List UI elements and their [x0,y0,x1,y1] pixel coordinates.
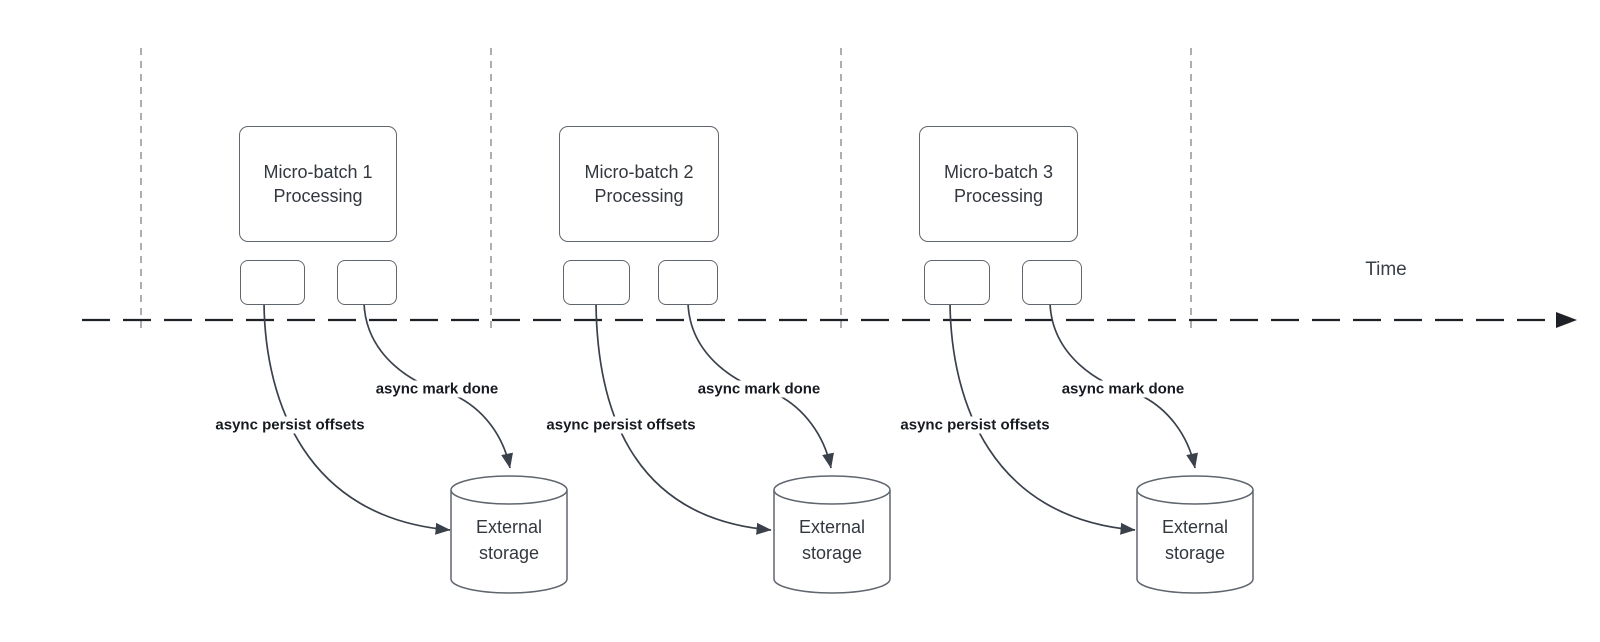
micro-batch-2-done-task-box [658,260,718,305]
external-storage-cylinder-3 [1136,490,1254,594]
micro-batch-3-done-task-box [1022,260,1082,305]
storage-line2: storage [801,543,863,563]
mark-done-label-3: async mark done [1058,380,1188,398]
micro-batch-3-subtitle: Processing [953,186,1044,206]
micro-batch-2-subtitle: Processing [594,186,684,206]
persist-offsets-arrow-1 [263,302,451,535]
micro-batch-1-subtitle: Processing [273,186,363,206]
storage-line1: External [475,517,543,537]
storage-line2: storage [1164,543,1226,563]
external-storage-cylinder-top-2 [773,475,891,505]
timeline-arrowhead [1556,312,1577,328]
micro-batch-3-offset-task-box [924,260,990,305]
mark-done-label-1: async mark done [372,380,502,398]
external-storage-cylinder-1 [450,490,568,594]
micro-batch-2-title: Micro-batch 2 [584,162,694,182]
external-storage-label-1: External storage [451,514,567,566]
external-storage-cylinder-top-3 [1136,475,1254,505]
micro-batch-2-offset-task-box [563,260,630,305]
micro-batch-2-box: Micro-batch 2 Processing [559,126,719,242]
persist-offsets-arrow-2 [595,302,772,535]
external-storage-cylinder-2 [773,490,891,594]
micro-batch-1-done-task-box [337,260,397,305]
time-axis-label: Time [1365,259,1407,280]
external-storage-label-2: External storage [774,514,890,566]
persist-offsets-arrow-3 [949,302,1136,535]
micro-batch-3-box: Micro-batch 3 Processing [919,126,1078,242]
storage-line2: storage [478,543,540,563]
storage-line1: External [798,517,866,537]
mark-done-label-2: async mark done [694,380,824,398]
persist-offsets-label-1: async persist offsets [212,416,368,434]
persist-offsets-label-2: async persist offsets [543,416,699,434]
external-storage-cylinder-top-1 [450,475,568,505]
micro-batch-1-box: Micro-batch 1 Processing [239,126,397,242]
micro-batch-1-offset-task-box [240,260,305,305]
external-storage-label-3: External storage [1137,514,1253,566]
micro-batch-3-title: Micro-batch 3 [943,162,1054,182]
persist-offsets-label-3: async persist offsets [897,416,1053,434]
storage-line1: External [1161,517,1229,537]
micro-batch-1-title: Micro-batch 1 [263,162,373,182]
